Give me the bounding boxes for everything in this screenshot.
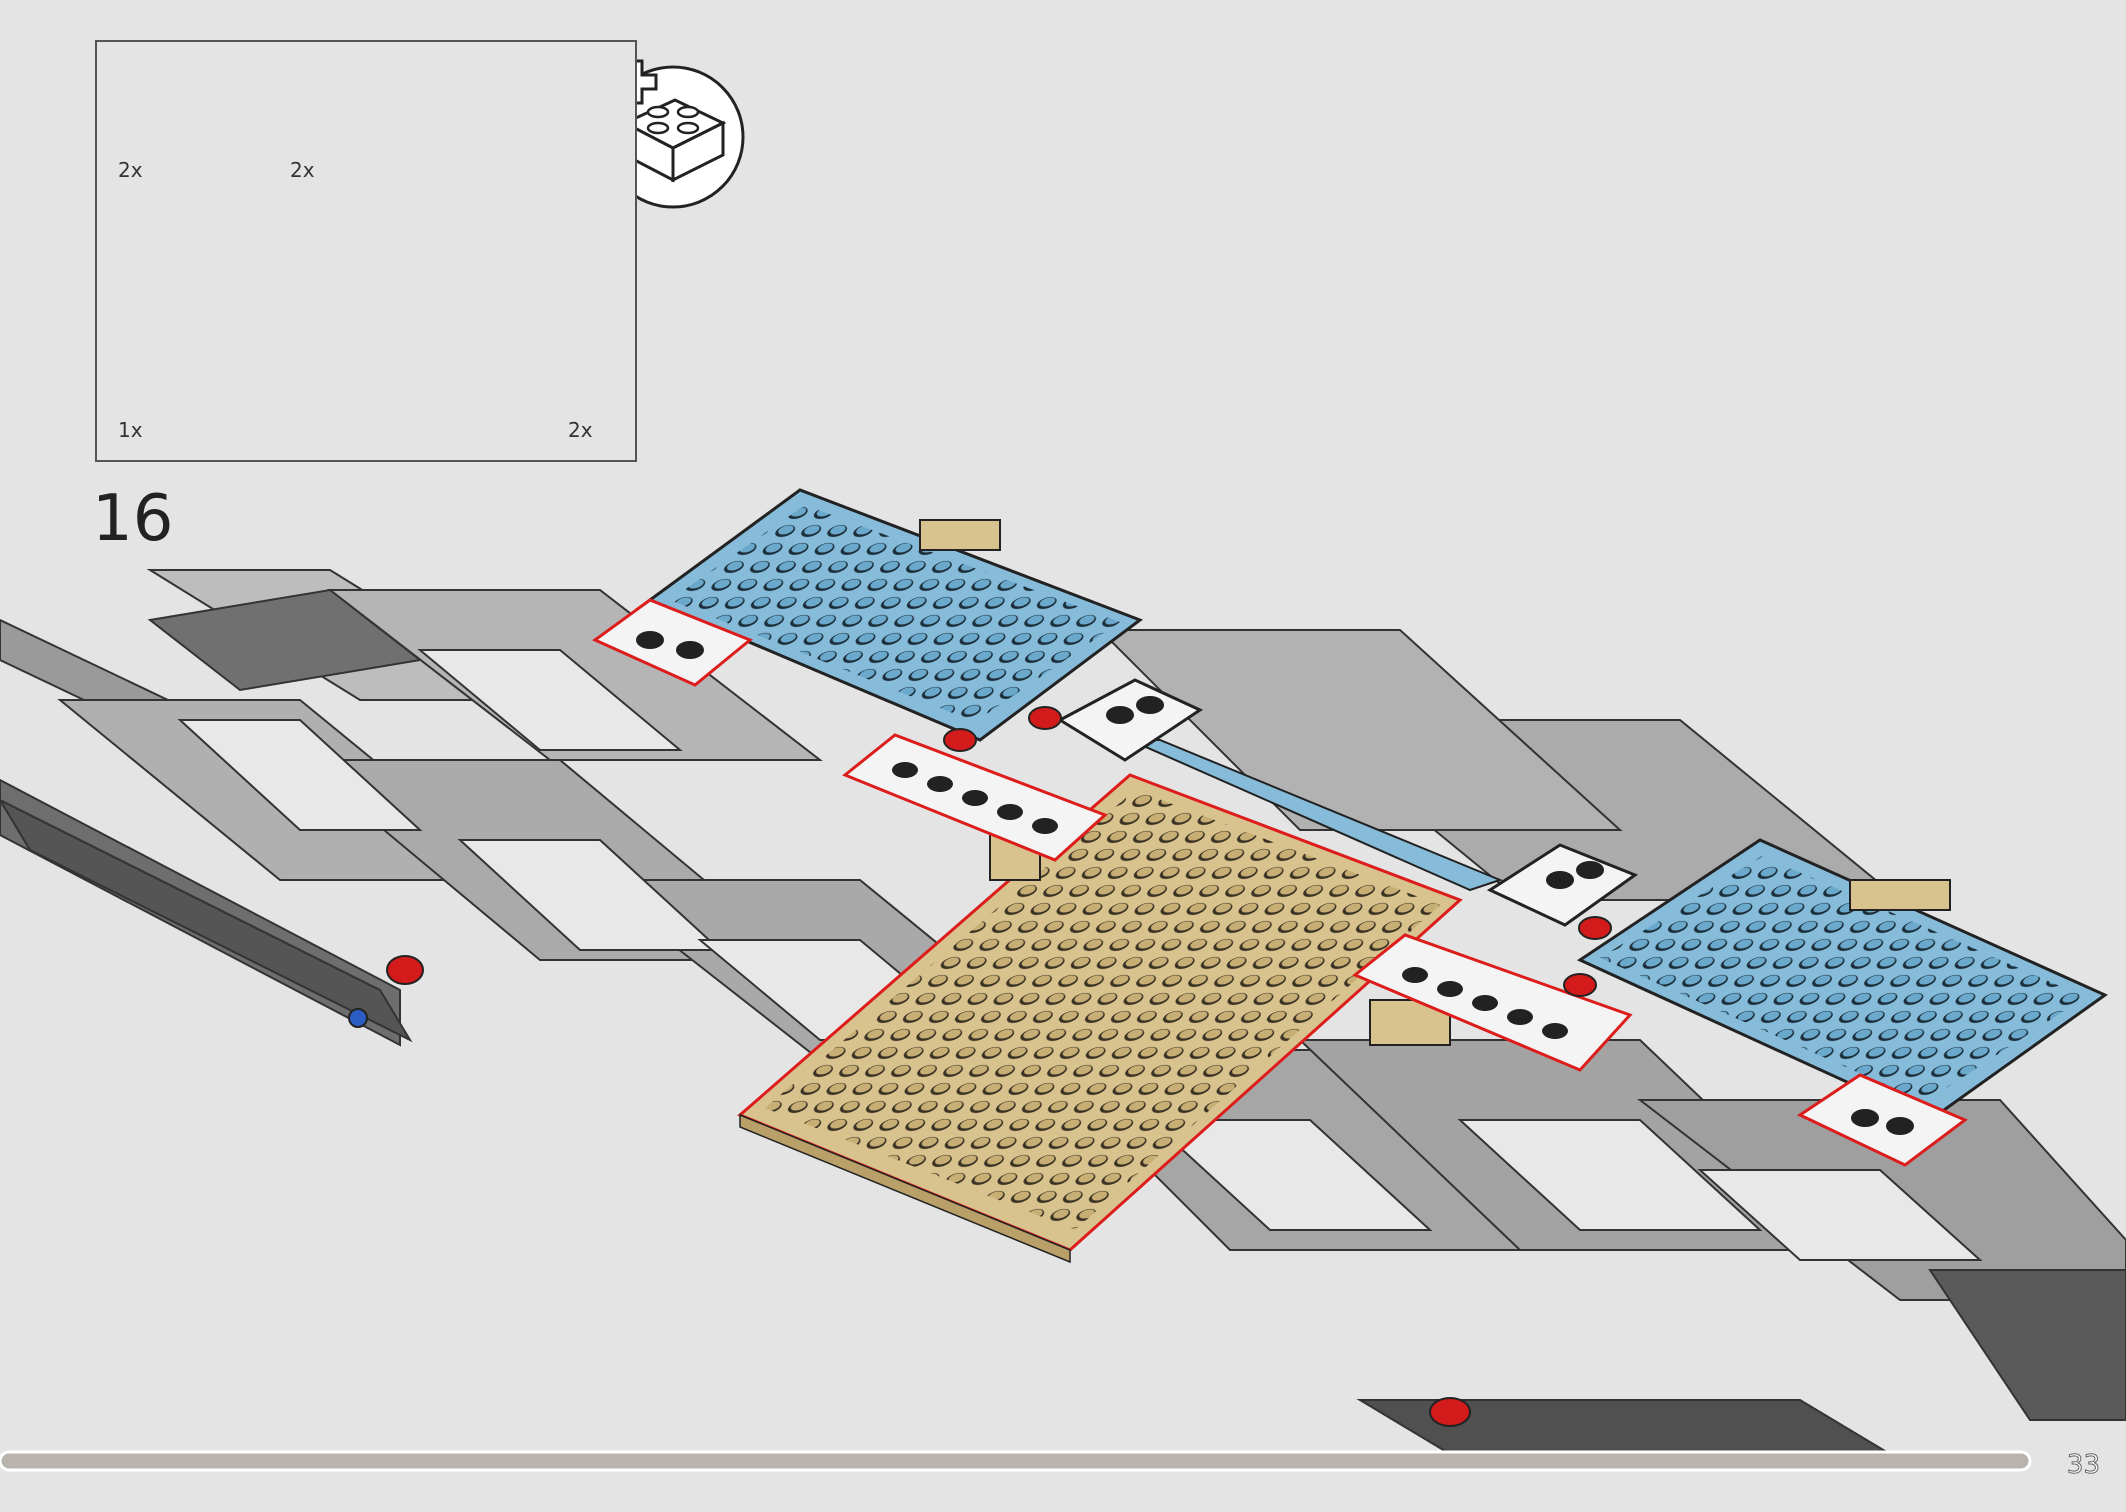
blue-plate-upper xyxy=(646,488,1144,742)
qty-red-round-plate: 2x xyxy=(568,418,593,442)
tan-plate-placed xyxy=(737,773,1463,1264)
red-round-plates xyxy=(386,706,1612,1427)
blue-pin xyxy=(348,1008,368,1028)
page-number: 33 xyxy=(2066,1450,2100,1481)
blue-plate-lower xyxy=(1576,838,2108,1122)
parts-list-box xyxy=(95,40,637,462)
qty-white-plate-2x8: 2x xyxy=(290,158,315,182)
white-plate-2x2-a xyxy=(592,598,753,687)
step-number: 16 xyxy=(92,482,174,556)
tan-block xyxy=(919,519,1001,551)
progress-bar-track xyxy=(0,1450,2032,1472)
add-brick-icon xyxy=(601,59,745,209)
white-plate-2x2-c xyxy=(1486,843,1639,927)
white-plate-2x2-b xyxy=(1056,678,1204,762)
qty-white-plate-2x4: 2x xyxy=(118,158,143,182)
white-plate-2x2-d xyxy=(1796,1073,1968,1167)
white-plate-2x6-b xyxy=(1352,933,1633,1072)
tan-block xyxy=(1849,879,1951,911)
white-plate-2x6-a xyxy=(842,733,1108,862)
qty-tan-plate: 1x xyxy=(118,418,143,442)
